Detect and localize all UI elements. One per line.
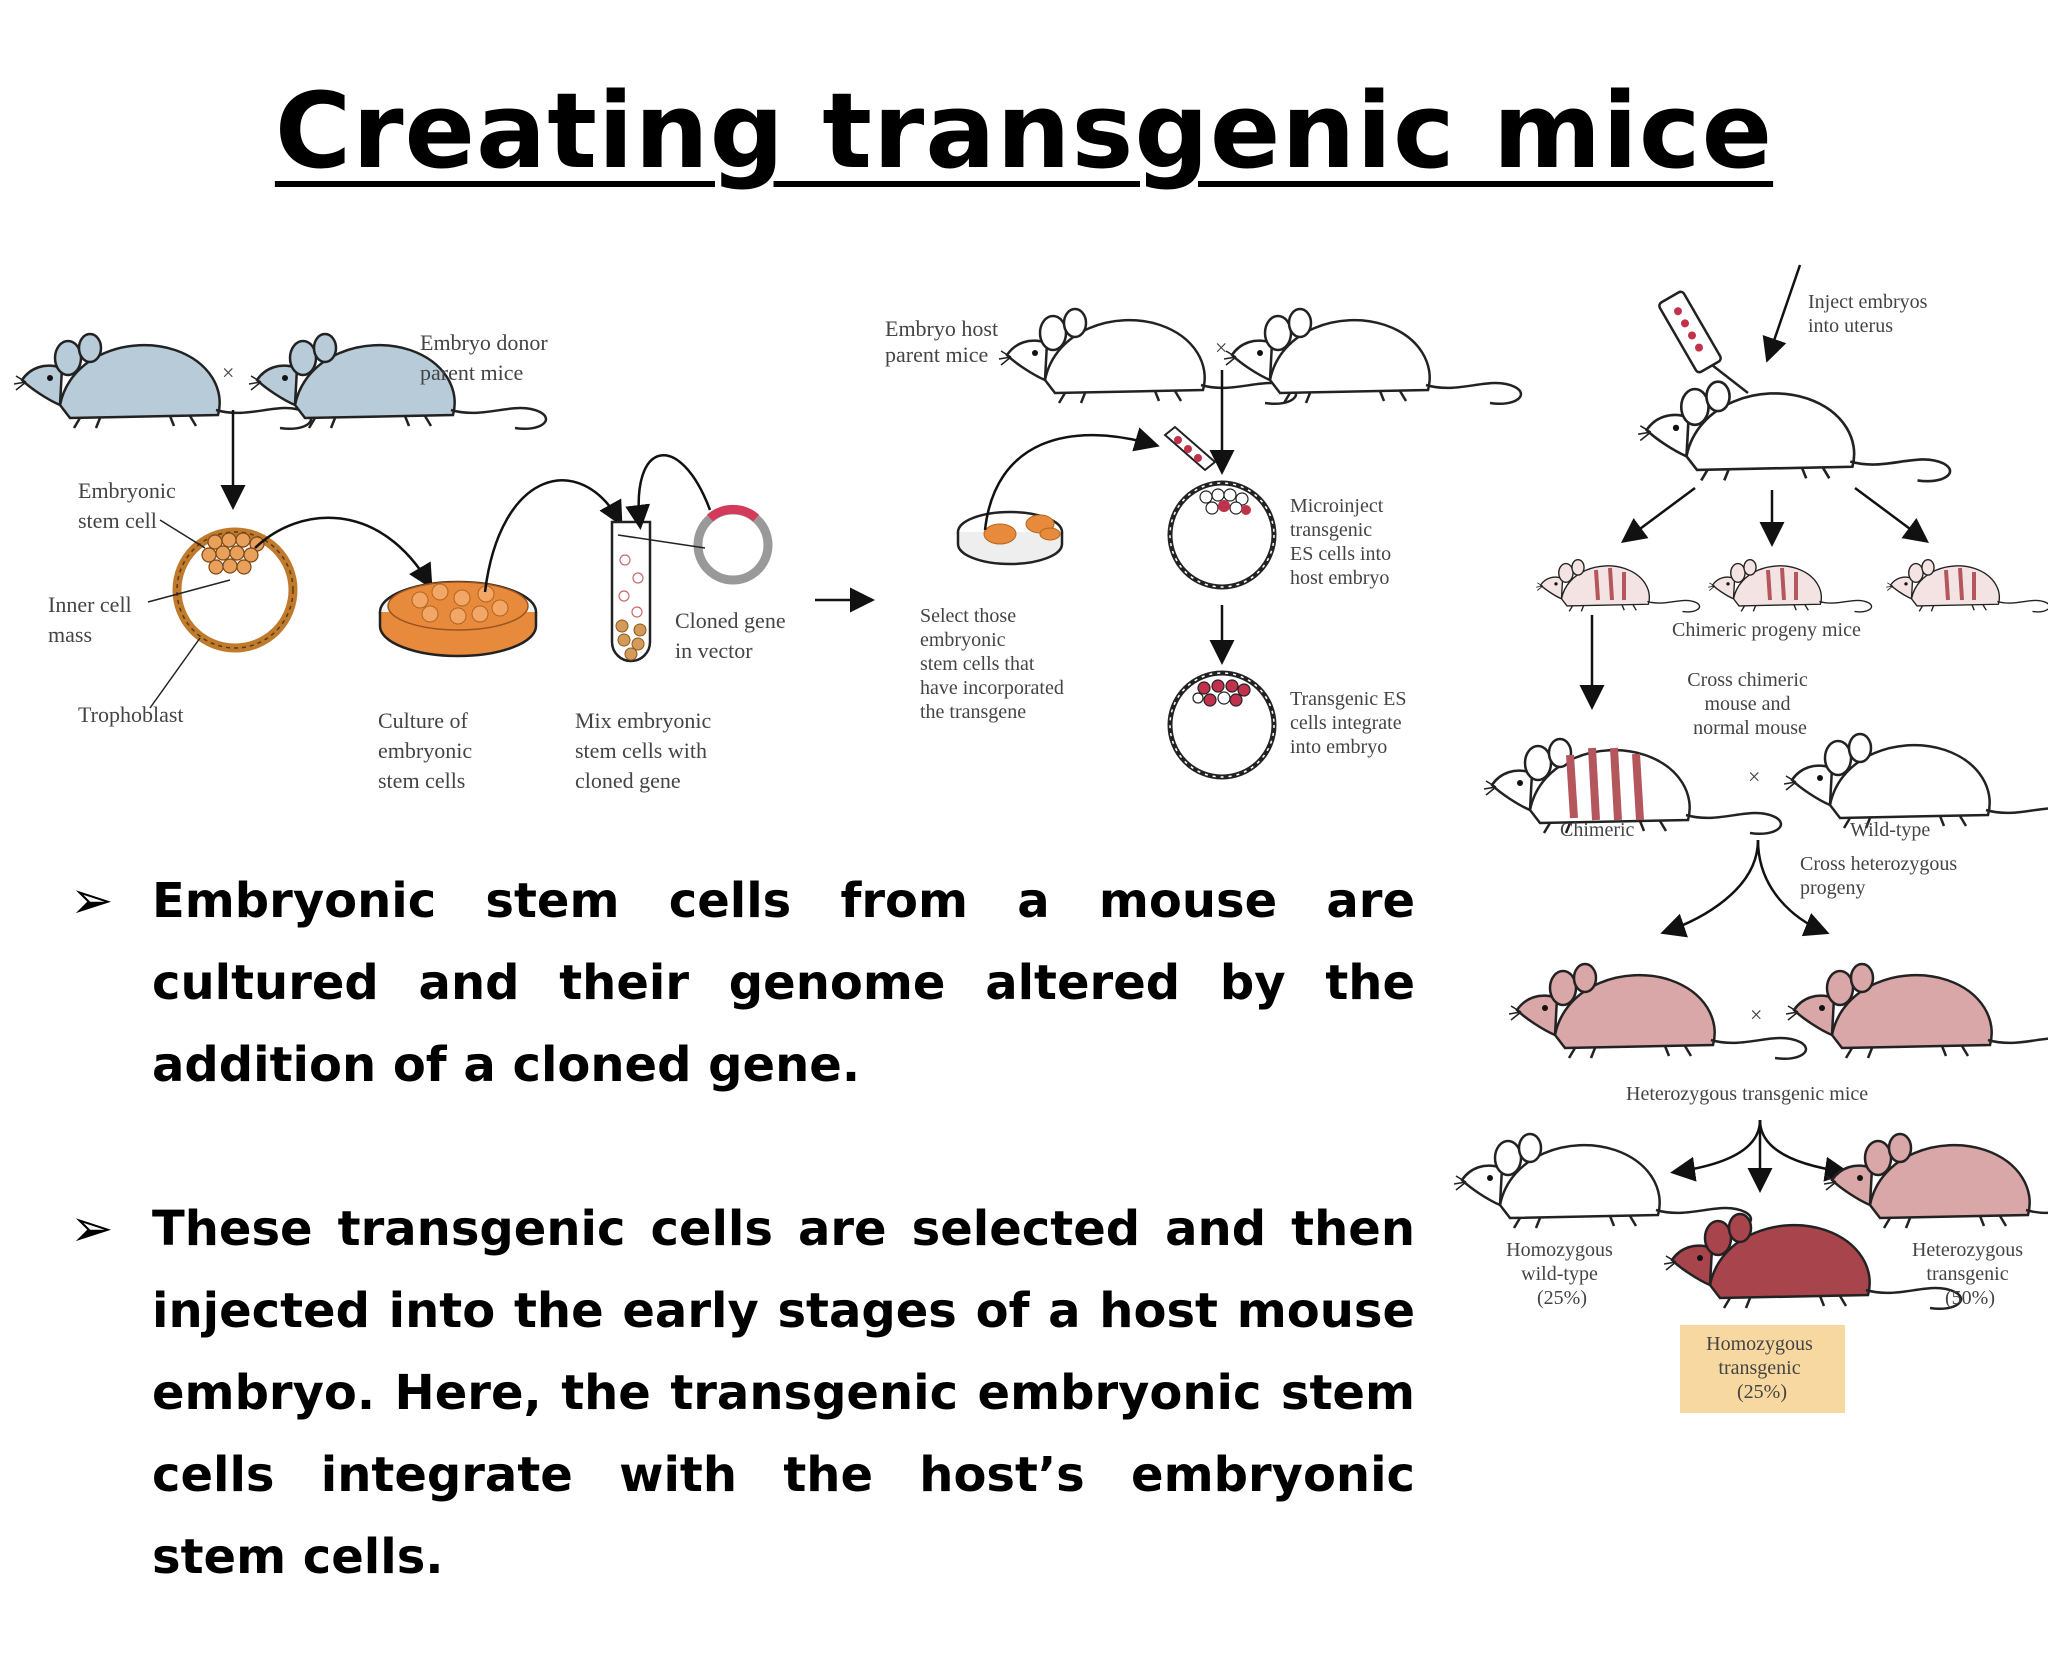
wild-type-mouse [1782, 732, 2048, 831]
embryo-host-label: Embryo host parent mice [885, 316, 1004, 367]
microinject-label: Microinject transgenic ES cells into hos… [1290, 495, 1396, 589]
page-title: Creating transgenic mice [274, 70, 1774, 192]
cross-symbol: × [222, 360, 234, 385]
het-mice-label: Heterozygous transgenic mice [1626, 1083, 1868, 1105]
chimeric-mouse-small [1535, 559, 1701, 613]
select-label: Select those embryonic stem cells that h… [920, 605, 1069, 723]
selection-dish [956, 510, 1064, 566]
bullet-item: ➢ Embryonic stem cells from a mouse are … [70, 860, 1415, 1106]
chimeric-mouse-small [1707, 559, 1873, 613]
integrated-embryo [1167, 670, 1277, 780]
inject-uterus-label: Inject embryos into uterus [1808, 291, 1932, 337]
blastocyst [172, 527, 298, 653]
cloned-gene-plasmid [693, 504, 773, 585]
chimeric-label: Chimeric [1560, 819, 1635, 841]
homo-transgenic-label: Homozygous transgenic (25%) [1706, 1333, 1818, 1403]
cross-symbol: × [1748, 764, 1760, 789]
inner-cell-mass-label: Inner cell mass [48, 592, 137, 647]
cross-chimeric-label: Cross chimeric mouse and normal mouse [1687, 669, 1813, 739]
surrogate-mouse [1636, 380, 1952, 483]
bullet-list: ➢ Embryonic stem cells from a mouse are … [70, 860, 1415, 1680]
embryonic-stem-cell-label: Embryonic stem cell [78, 478, 181, 533]
embryo-donor-label: Embryo donor parent mice [420, 330, 553, 385]
het-mouse-right [1784, 962, 2048, 1061]
transgenic-diagram: × Embryo donor parent mice Embryonic ste… [12, 264, 2048, 1413]
bullet-text: These transgenic cells are selected and … [152, 1201, 1415, 1585]
homozygous-wild-mouse [1452, 1132, 1753, 1231]
het-transgenic-label: Heterozygous transgenic (50%) [1912, 1239, 2028, 1309]
bullet-item: ➢ These transgenic cells are selected an… [70, 1188, 1415, 1598]
chimeric-mouse-small [1885, 559, 2048, 613]
wild-type-label: Wild-type [1850, 819, 1930, 841]
mix-label: Mix embryonic stem cells with cloned gen… [575, 708, 717, 793]
test-tube [610, 520, 652, 663]
host-mouse-right [1222, 307, 1523, 406]
integrate-label: Transgenic ES cells integrate into embry… [1290, 688, 1411, 758]
chimeric-progeny-label: Chimeric progeny mice [1672, 619, 1861, 641]
trophoblast-label: Trophoblast [78, 702, 184, 727]
host-embryo [1167, 480, 1277, 590]
microinjection-needle [1163, 425, 1217, 472]
cross-symbol: × [1215, 335, 1227, 360]
bullet-arrow-icon: ➢ [70, 1199, 114, 1259]
cross-symbol: × [1750, 1002, 1762, 1027]
cross-het-label: Cross heterozygous progeny [1800, 853, 1962, 899]
syringe [1658, 290, 1749, 394]
homozygous-transgenic-mouse [1662, 1212, 1963, 1311]
cloned-gene-label: Cloned gene in vector [675, 608, 791, 663]
chimeric-mouse [1482, 737, 1783, 836]
bullet-text: Embryonic stem cells from a mouse are cu… [152, 873, 1415, 1093]
heterozygous-transgenic-mouse [1822, 1132, 2048, 1231]
homo-wild-label: Homozygous wild-type (25%) [1506, 1239, 1618, 1309]
culture-dish [378, 580, 538, 658]
culture-label: Culture of embryonic stem cells [378, 708, 478, 793]
bullet-arrow-icon: ➢ [70, 871, 114, 931]
homo-transgenic-box [1680, 1325, 1845, 1413]
